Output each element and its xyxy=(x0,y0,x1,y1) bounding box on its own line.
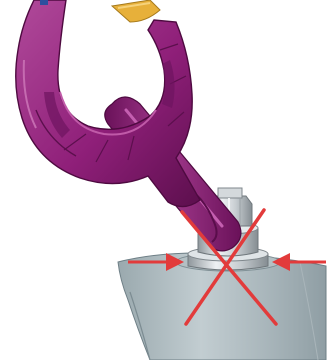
hook-icon xyxy=(16,0,200,207)
